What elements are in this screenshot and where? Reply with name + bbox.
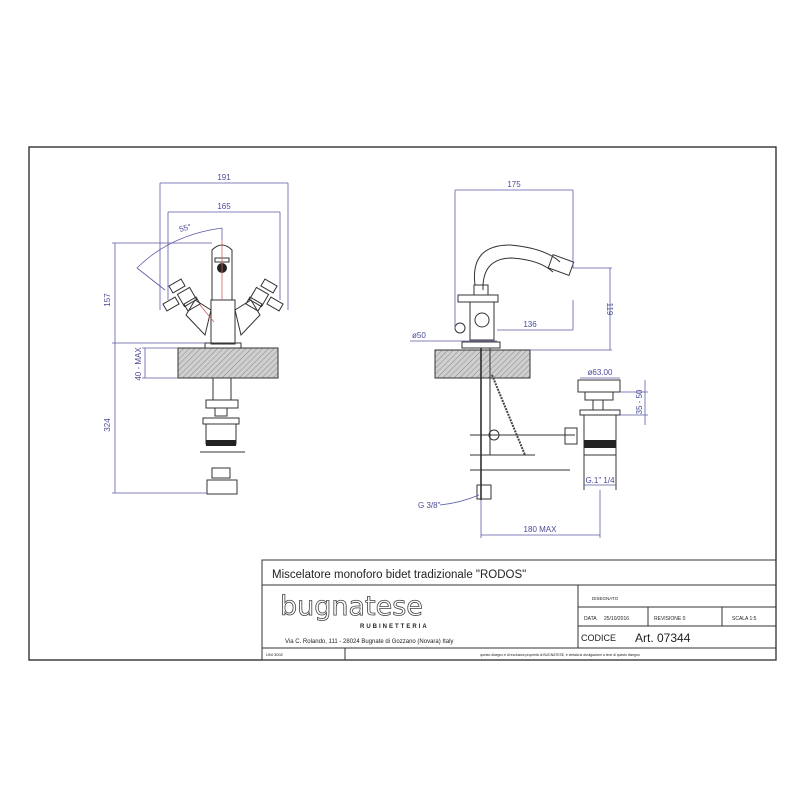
dim-width-handles: 165 <box>217 202 231 211</box>
article-code: Art. 07344 <box>635 631 691 645</box>
dim-angle: 55° <box>178 222 192 234</box>
footer-note: questo disegno è di esclusiva proprietà … <box>480 653 640 657</box>
drawing-frame <box>28 146 777 661</box>
dim-depth: 175 <box>507 180 521 189</box>
code-label: CODICE <box>581 633 616 643</box>
dim-deck-thickness: 40 - MAX <box>134 347 143 381</box>
date-value: 25/10/2016 <box>604 616 629 622</box>
dim-inlet-thread: G 3/8" <box>418 501 441 510</box>
dim-waste-range: 35 - 50 <box>635 389 644 414</box>
dim-waste-thread: G.1" 1/4 <box>585 476 615 485</box>
dim-height: 157 <box>103 293 112 307</box>
company-logo: bugnatese <box>280 591 423 622</box>
countertop-section <box>177 347 279 379</box>
dim-width-total: 191 <box>217 173 231 182</box>
drawing-title: Miscelatore monoforo bidet tradizionale … <box>272 569 526 581</box>
dim-total-height: 324 <box>103 418 112 432</box>
front-view: 191 165 55° 157 40 - MAX 324 <box>103 173 289 495</box>
dim-spout-reach: 136 <box>523 320 537 329</box>
dim-spout-height: 119 <box>605 303 614 316</box>
revision: REVISIONE 0 <box>654 616 686 622</box>
scale: SCALA 1:5 <box>732 616 757 622</box>
countertop-section <box>434 349 531 379</box>
company-logo-sub: RUBINETTERIA <box>360 624 429 630</box>
dim-base-diameter: ø50 <box>412 331 426 340</box>
side-view: 175 119 136 ø50 ø63.00 35 - 50 G.1" 1/4 … <box>410 180 648 538</box>
dim-waste-diameter: ø63.00 <box>588 368 613 377</box>
footer-standard: UNI 3002 <box>266 652 284 657</box>
company-address: Via C. Rolando, 111 - 28024 Bugnate di G… <box>285 639 453 645</box>
dim-waste-distance: 180 MAX <box>524 525 558 534</box>
designed-label: DISEGNATO <box>592 596 619 601</box>
title-block <box>261 559 777 661</box>
date-label: DATA <box>584 616 597 622</box>
